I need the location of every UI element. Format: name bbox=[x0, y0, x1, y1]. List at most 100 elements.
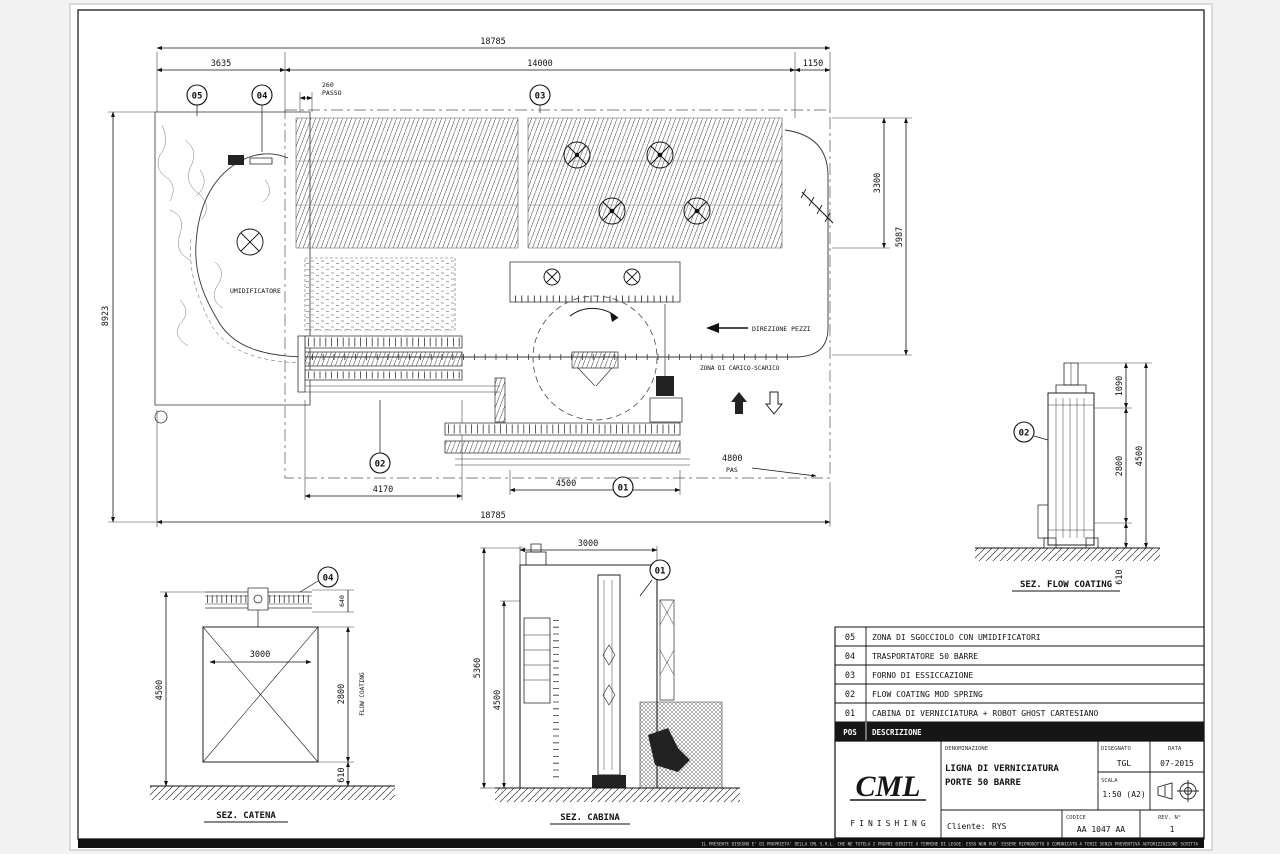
svg-text:CML: CML bbox=[855, 770, 920, 803]
parts-row-02: 02 FLOW COATING MOD SPRING bbox=[845, 690, 983, 700]
label-pas: PAS bbox=[726, 466, 738, 474]
dim-2800-catena: 2800 bbox=[337, 684, 347, 704]
dim-8923: 8923 bbox=[101, 306, 111, 326]
label-flow-coating-vertical: FLOW COATING bbox=[359, 672, 366, 716]
parts-row-01: 01 CABINA DI VERNICIATURA + ROBOT GHOST … bbox=[845, 709, 1099, 719]
parts-list: 05 ZONA DI SGOCCIOLO CON UMIDIFICATORI 0… bbox=[835, 627, 1204, 741]
robot-arm bbox=[648, 728, 690, 772]
svg-text:03: 03 bbox=[535, 92, 546, 102]
rev-label: REV. N° bbox=[1158, 815, 1181, 821]
oven-bars-left bbox=[296, 118, 518, 248]
label-zona-carico: ZONA DI CARICO-SCARICO bbox=[700, 365, 780, 372]
ground-hatch-cabina bbox=[495, 788, 740, 802]
sez-cabina-view: 3000 01 bbox=[473, 539, 740, 824]
parts-row-05: 05 ZONA DI SGOCCIOLO CON UMIDIFICATORI bbox=[845, 633, 1041, 643]
balloon-05: 05 bbox=[187, 85, 207, 116]
data-label: DATA bbox=[1168, 746, 1182, 752]
disclaimer-text: IL PRESENTE DISEGNO E' DI PROPRIETA' DEL… bbox=[701, 842, 1198, 847]
denominazione-label: DENOMINAZIONE bbox=[945, 746, 988, 752]
svg-text:FORNO DI ESSICCAZIONE: FORNO DI ESSICCAZIONE bbox=[872, 671, 973, 680]
robot-plan bbox=[445, 304, 690, 465]
svg-text:TRASPORTATORE 50 BARRE: TRASPORTATORE 50 BARRE bbox=[872, 652, 978, 661]
dim-2800-flow: 2800 bbox=[1115, 456, 1125, 476]
ground-hatch-catena bbox=[150, 786, 395, 800]
flow-coating-machine bbox=[1038, 363, 1098, 548]
svg-text:05: 05 bbox=[845, 633, 855, 643]
plan-view: 18785 3635 14000 1150 260 PASSO 05 04 0 bbox=[101, 37, 912, 527]
svg-text:03: 03 bbox=[845, 671, 855, 681]
conveyor-chain bbox=[310, 130, 828, 357]
sez-flow-coating-view: 02 1090 2800 610 4500 SEZ. FLOW COATING bbox=[975, 362, 1160, 591]
rotary-table bbox=[510, 262, 680, 420]
logo-finishing: FINISHING bbox=[850, 819, 929, 828]
disegnato-label: DISEGNATO bbox=[1101, 746, 1131, 752]
dim-5360: 5360 bbox=[473, 658, 483, 678]
projection-symbol-icon bbox=[1157, 780, 1199, 802]
denominazione-line1: LIGNA DI VERNICIATURA bbox=[945, 764, 1059, 774]
cliente-label: Cliente: bbox=[947, 822, 986, 831]
scala-value: 1:50 (A2) bbox=[1102, 790, 1145, 799]
svg-text:CABINA DI VERNICIATURA + ROBOT: CABINA DI VERNICIATURA + ROBOT GHOST CAR… bbox=[872, 709, 1099, 718]
svg-text:04: 04 bbox=[845, 652, 855, 662]
codice-value: AA 1047 AA bbox=[1077, 825, 1125, 834]
drip-zone-scribbles bbox=[158, 125, 270, 346]
svg-text:01: 01 bbox=[655, 567, 666, 577]
company-logo: CML FINISHING bbox=[850, 770, 930, 828]
svg-text:04: 04 bbox=[323, 574, 334, 584]
balloon-01-plan: 01 bbox=[613, 477, 633, 497]
chain-drive bbox=[228, 155, 244, 165]
door-panel-box bbox=[203, 627, 318, 762]
svg-text:DESCRIZIONE: DESCRIZIONE bbox=[872, 728, 922, 737]
label-passo: PASSO bbox=[322, 89, 342, 97]
chain-cross-section bbox=[205, 588, 312, 627]
rev-value: 1 bbox=[1170, 825, 1175, 834]
balloon-01-cabina: 01 bbox=[640, 560, 670, 596]
dim-610-flow: 610 bbox=[1115, 569, 1125, 584]
dim-18785-top: 18785 bbox=[480, 37, 506, 47]
dim-4800: 4800 bbox=[722, 454, 742, 464]
svg-text:04: 04 bbox=[257, 92, 268, 102]
disegnato-value: TGL bbox=[1117, 759, 1132, 768]
load-unload-arrows bbox=[731, 391, 784, 415]
humidifier-unit bbox=[305, 258, 455, 330]
parts-row-03: 03 FORNO DI ESSICCAZIONE bbox=[845, 671, 973, 681]
dim-3000-cabina: 3000 bbox=[578, 539, 598, 549]
dim-4500-cabina: 4500 bbox=[493, 690, 503, 710]
dim-3300: 3300 bbox=[873, 173, 883, 193]
title-sez-flow-coating: SEZ. FLOW COATING bbox=[1020, 580, 1112, 590]
label-umidificatore: UMIDIFICATORE bbox=[230, 287, 281, 295]
dim-18785-bottom: 18785 bbox=[480, 511, 506, 521]
chain-tensioner bbox=[802, 192, 833, 223]
codice-label: CODICE bbox=[1066, 815, 1086, 821]
svg-text:01: 01 bbox=[618, 484, 629, 494]
dim-5987: 5987 bbox=[895, 227, 905, 247]
balloon-02-flow: 02 bbox=[1014, 422, 1048, 442]
cliente-value: RYS bbox=[992, 822, 1007, 831]
direction-arrow bbox=[706, 323, 748, 333]
data-value: 07-2015 bbox=[1160, 759, 1194, 768]
oven-bars-right bbox=[528, 118, 782, 248]
dim-640: 640 bbox=[338, 595, 346, 607]
balloon-04-catena: 04 bbox=[300, 567, 338, 592]
dim-610-catena: 610 bbox=[337, 767, 347, 782]
cabin-body bbox=[520, 544, 657, 788]
chain-wheel bbox=[155, 411, 167, 423]
dim-1090: 1090 bbox=[1115, 376, 1125, 396]
flow-coating-plan bbox=[298, 336, 500, 392]
dim-4500-catena: 4500 bbox=[155, 680, 165, 700]
svg-text:02: 02 bbox=[1019, 429, 1030, 439]
title-sez-catena: SEZ. CATENA bbox=[216, 811, 276, 821]
title-block: CML FINISHING DENOMINAZIONE LIGNA DI VER… bbox=[835, 741, 1204, 838]
svg-text:ZONA DI SGOCCIOLO CON UMIDIFIC: ZONA DI SGOCCIOLO CON UMIDIFICATORI bbox=[872, 633, 1041, 642]
dim-14000: 14000 bbox=[527, 59, 553, 69]
balloon-03: 03 bbox=[530, 85, 550, 113]
svg-text:POS: POS bbox=[843, 728, 857, 737]
drip-fan bbox=[237, 229, 263, 255]
balloon-02-plan: 02 bbox=[370, 400, 390, 473]
parts-row-04: 04 TRASPORTATORE 50 BARRE bbox=[845, 652, 978, 662]
svg-text:02: 02 bbox=[375, 460, 386, 470]
dim-3635: 3635 bbox=[211, 59, 231, 69]
parts-header: POS DESCRIZIONE bbox=[835, 722, 1204, 741]
